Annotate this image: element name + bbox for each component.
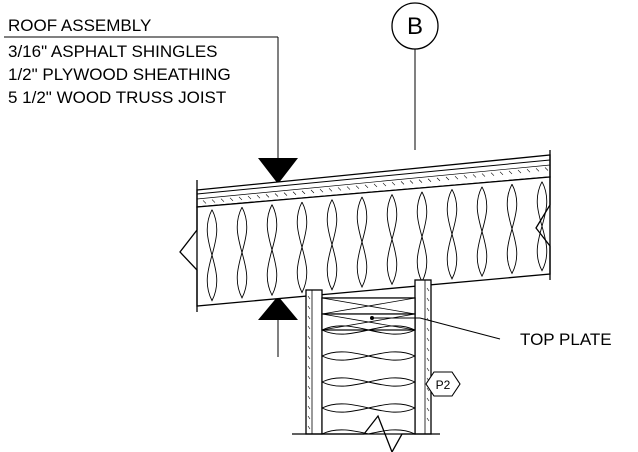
- wall-insulation-batts: [322, 325, 415, 434]
- layer-sheathing-note: 1/2" PLYWOOD SHEATHING: [8, 65, 231, 84]
- wall-insulation-loop: [322, 403, 415, 413]
- sheathing-hatch: [202, 167, 549, 204]
- wall-section: [292, 279, 440, 452]
- wall-insulation-loop: [322, 429, 415, 434]
- insulation-loop: [296, 201, 308, 294]
- top-dimension-arrow: [258, 158, 298, 184]
- roof-insulation-batts: [206, 179, 577, 302]
- insulation-loop: [446, 189, 458, 280]
- wall-left-sheathing: [305, 289, 323, 435]
- wall-insulation-loop: [322, 325, 415, 335]
- bottom-dimension-arrow: [258, 296, 298, 320]
- left-break-line: [179, 180, 198, 312]
- insulation-loop: [536, 181, 548, 272]
- insulation-loop: [476, 186, 488, 278]
- layer-shingles-note: 3/16" ASPHALT SHINGLES: [8, 42, 218, 61]
- wall-type-tag: [425, 371, 461, 397]
- insulation-loop: [266, 204, 278, 297]
- wall-sheathing-hatch: [307, 287, 430, 430]
- top-plate-leader-dot: [370, 316, 374, 320]
- insulation-loop: [206, 209, 218, 302]
- top-plate-label: TOP PLATE: [520, 330, 612, 349]
- right-break-line: [535, 150, 551, 280]
- insulation-loop: [506, 184, 518, 275]
- wall-break-line: [292, 414, 440, 452]
- roof-section: [179, 150, 577, 312]
- wall-type-tag-label: P2: [436, 378, 451, 392]
- insulation-loop: [567, 179, 577, 268]
- layer-truss-note: 5 1/2" WOOD TRUSS JOIST: [8, 88, 226, 107]
- grid-bubble-label: B: [407, 13, 423, 40]
- top-plate-leader: [419, 317, 501, 340]
- insulation-loop: [386, 194, 398, 286]
- wall-insulation-loop: [322, 351, 415, 361]
- insulation-loop: [356, 196, 368, 289]
- roof-assembly-title: ROOF ASSEMBLY: [8, 16, 151, 35]
- insulation-loop: [326, 199, 338, 291]
- insulation-loop: [236, 206, 248, 299]
- wall-insulation-loop: [322, 377, 415, 387]
